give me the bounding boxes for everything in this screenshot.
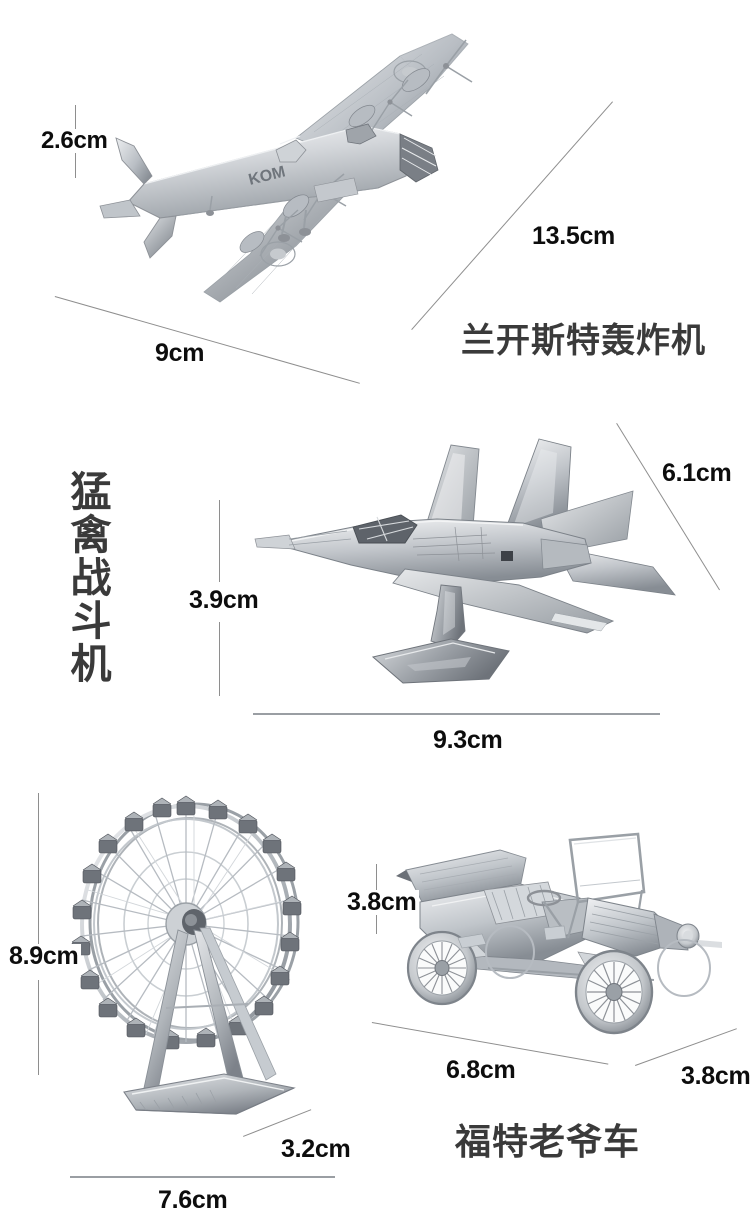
dimension-bomber-height: 2.6cm [38, 129, 111, 153]
dimension-line-ferris-height-bottom [38, 980, 39, 1075]
dimension-car-width: 3.8cm [678, 1064, 750, 1089]
dimension-fighter-height: 3.9cm [186, 588, 262, 613]
dimension-car-height: 3.8cm [344, 890, 420, 915]
dimension-ferris-height: 8.9cm [6, 944, 82, 969]
dimension-ferris-width: 7.6cm [155, 1188, 231, 1213]
dimension-line-car-height-top [376, 864, 377, 890]
product-name-ford-vintage-car: 福特老爷车 [455, 1121, 641, 1162]
dimension-line-fighter-height-bottom [219, 622, 220, 696]
product-name-raptor-fighter: 猛禽战斗机 [64, 470, 110, 685]
product-name-lancaster-bomber: 兰开斯特轰炸机 [461, 322, 706, 360]
dimension-fighter-depth: 6.1cm [659, 461, 735, 486]
dimension-line-ferris-height-top [38, 793, 39, 945]
dimension-bomber-width: 9cm [152, 341, 208, 366]
dimension-car-length: 6.8cm [443, 1058, 519, 1083]
dimension-line-fighter-length [253, 713, 660, 715]
ford-vintage-car-image [392, 832, 732, 1062]
dimension-line-ferris-width [70, 1176, 335, 1178]
dimension-ferris-depth: 3.2cm [278, 1137, 354, 1162]
ferris-wheel-image [70, 788, 335, 1138]
dimension-fighter-length: 9.3cm [430, 728, 506, 753]
dimension-line-fighter-height-top [219, 500, 220, 582]
dimension-bomber-length: 13.5cm [529, 224, 618, 249]
raptor-fighter-image [254, 435, 676, 685]
lancaster-bomber-image: KOM [99, 10, 500, 310]
dimension-line-car-height-bottom [376, 912, 377, 934]
dimension-line-bomber-height-top [75, 105, 76, 131]
dimension-line-bomber-height-bottom [75, 152, 76, 178]
